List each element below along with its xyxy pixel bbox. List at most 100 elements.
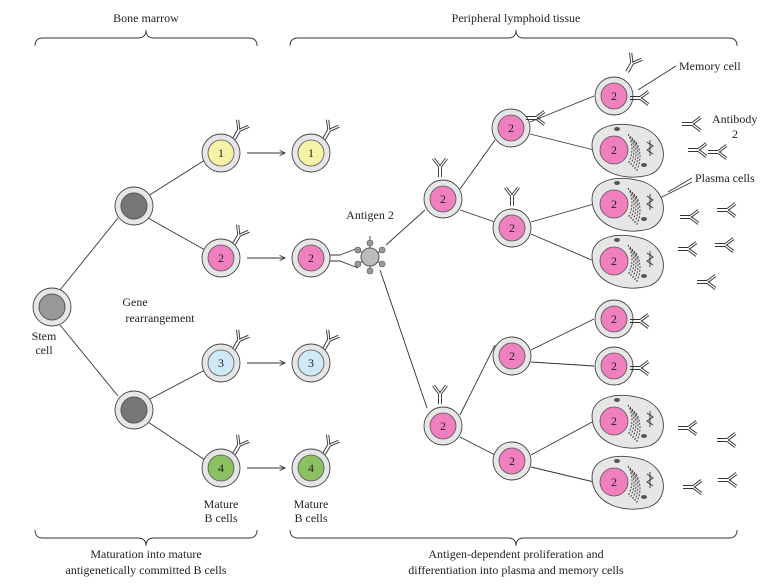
- antibody-icon: [630, 313, 650, 329]
- antibody-strokes: [322, 329, 340, 350]
- connector-line: [529, 133, 595, 151]
- connector-line: [530, 318, 595, 351]
- endoplasmic-reticulum: [627, 244, 633, 276]
- antibody-strokes: [322, 434, 340, 455]
- antibody-strokes: [232, 224, 250, 245]
- endoplasmic-reticulum: [633, 410, 639, 442]
- golgi: [646, 411, 654, 427]
- antibody-icon: [504, 186, 520, 206]
- mature-b-cell-1: 1: [201, 133, 241, 173]
- mature-b-cell-4: 4: [201, 448, 241, 488]
- antibody-icon: [232, 329, 250, 350]
- antibody-icon: [232, 119, 250, 140]
- cell-nucleus: [207, 349, 235, 377]
- golgi: [646, 140, 654, 156]
- plasma-cell: 2: [591, 455, 664, 510]
- antibody-strokes: [432, 384, 448, 404]
- mature-b-label-2b: B cells: [295, 511, 328, 525]
- activated-b-cell: 2: [423, 179, 463, 219]
- plasma-cells-label: Plasma cells: [695, 171, 755, 185]
- antibody-icon: [322, 329, 340, 350]
- mitochondrion: [641, 163, 647, 167]
- antibody-strokes: [322, 119, 340, 140]
- clone-number: 4: [218, 461, 224, 475]
- clone-number: 1: [218, 146, 224, 160]
- clone-number: 2: [611, 254, 617, 268]
- cell-nucleus: [600, 305, 628, 333]
- gene-label: Gene: [122, 295, 147, 309]
- endoplasmic-reticulum: [631, 191, 637, 223]
- connector-line: [459, 209, 496, 223]
- clone-number: 2: [611, 89, 617, 103]
- antibody-strokes: [718, 472, 738, 488]
- bottom-left-bracket: [34, 529, 258, 547]
- antibody-icon: [322, 119, 340, 140]
- cell-nucleus: [297, 139, 325, 167]
- antibody-strokes: [678, 420, 698, 436]
- memory-cell: 2: [594, 346, 634, 386]
- golgi: [646, 194, 654, 210]
- endoplasmic-reticulum: [633, 471, 639, 503]
- clone-number: 2: [611, 475, 617, 489]
- antibody-icon: [630, 90, 650, 106]
- cell-nucleus: [497, 114, 525, 142]
- antibody-icon: [432, 384, 448, 404]
- antibody-icon: [232, 224, 250, 245]
- cell-nucleus: [498, 214, 526, 242]
- cell-nucleus: [429, 185, 457, 213]
- antigen-label: Antigen 2: [346, 208, 394, 222]
- connector-line: [529, 95, 595, 123]
- antibody-icon: [697, 274, 717, 290]
- proliferating-b-cell: 2: [492, 208, 532, 248]
- connector-line: [147, 421, 206, 461]
- mature-b-cell-3: 3: [201, 343, 241, 383]
- proliferating-b-cell: 2: [491, 108, 531, 148]
- memory-cell-label: Memory cell: [679, 59, 741, 73]
- antibody-strokes: [630, 313, 650, 329]
- clone-number: 2: [611, 359, 617, 373]
- clone-number: 2: [508, 121, 514, 135]
- cell-nucleus: [297, 244, 325, 272]
- antibody-strokes: [432, 157, 448, 177]
- bottom-right-label: Antigen-dependent proliferation and: [428, 547, 603, 561]
- connector-line: [659, 181, 693, 199]
- antibody-strokes: [625, 52, 643, 73]
- plasma-cell: 2: [591, 123, 664, 178]
- antibody-icon: [682, 116, 702, 132]
- cell-nucleus: [599, 467, 629, 497]
- cell-nucleus: [600, 82, 628, 110]
- connector-line: [637, 65, 677, 91]
- cell-nucleus: [599, 189, 629, 219]
- antibody-icon: [715, 237, 735, 253]
- proliferating-b-cell: 2: [492, 336, 532, 376]
- clone-number: 4: [308, 461, 314, 475]
- stem-cell-nucleus: [38, 293, 66, 321]
- cell-nucleus: [297, 454, 325, 482]
- endoplasmic-reticulum: [631, 408, 637, 440]
- plasma-cell: 2: [591, 177, 664, 232]
- mature-b-cell-2: 2: [291, 238, 331, 278]
- cell-nucleus: [297, 349, 325, 377]
- precursor-nucleus: [120, 396, 148, 424]
- antibody-icon: [717, 202, 737, 218]
- antibody-strokes: [708, 144, 728, 160]
- epitope: [366, 267, 374, 275]
- plasma-cell: 2: [591, 394, 664, 449]
- epitope: [354, 246, 362, 254]
- antibody-icon: [630, 360, 650, 376]
- arrow-head: [279, 359, 287, 367]
- endoplasmic-reticulum: [629, 467, 635, 499]
- connector-line: [530, 466, 595, 483]
- epitope: [378, 246, 386, 254]
- antibody-strokes: [630, 360, 650, 376]
- mature-b-cell-1: 1: [291, 133, 331, 173]
- antibody-icon: [526, 110, 546, 126]
- mature-b-label-1: Mature: [204, 497, 239, 511]
- arrow-head: [279, 149, 287, 157]
- plasma-cell: 2: [591, 234, 664, 289]
- antibody-label: Antibody: [712, 112, 757, 126]
- antibody-label-2: 2: [732, 127, 738, 141]
- connector-line: [459, 139, 496, 190]
- endoplasmic-reticulum: [631, 469, 637, 501]
- mature-b-label-2: Mature: [294, 497, 329, 511]
